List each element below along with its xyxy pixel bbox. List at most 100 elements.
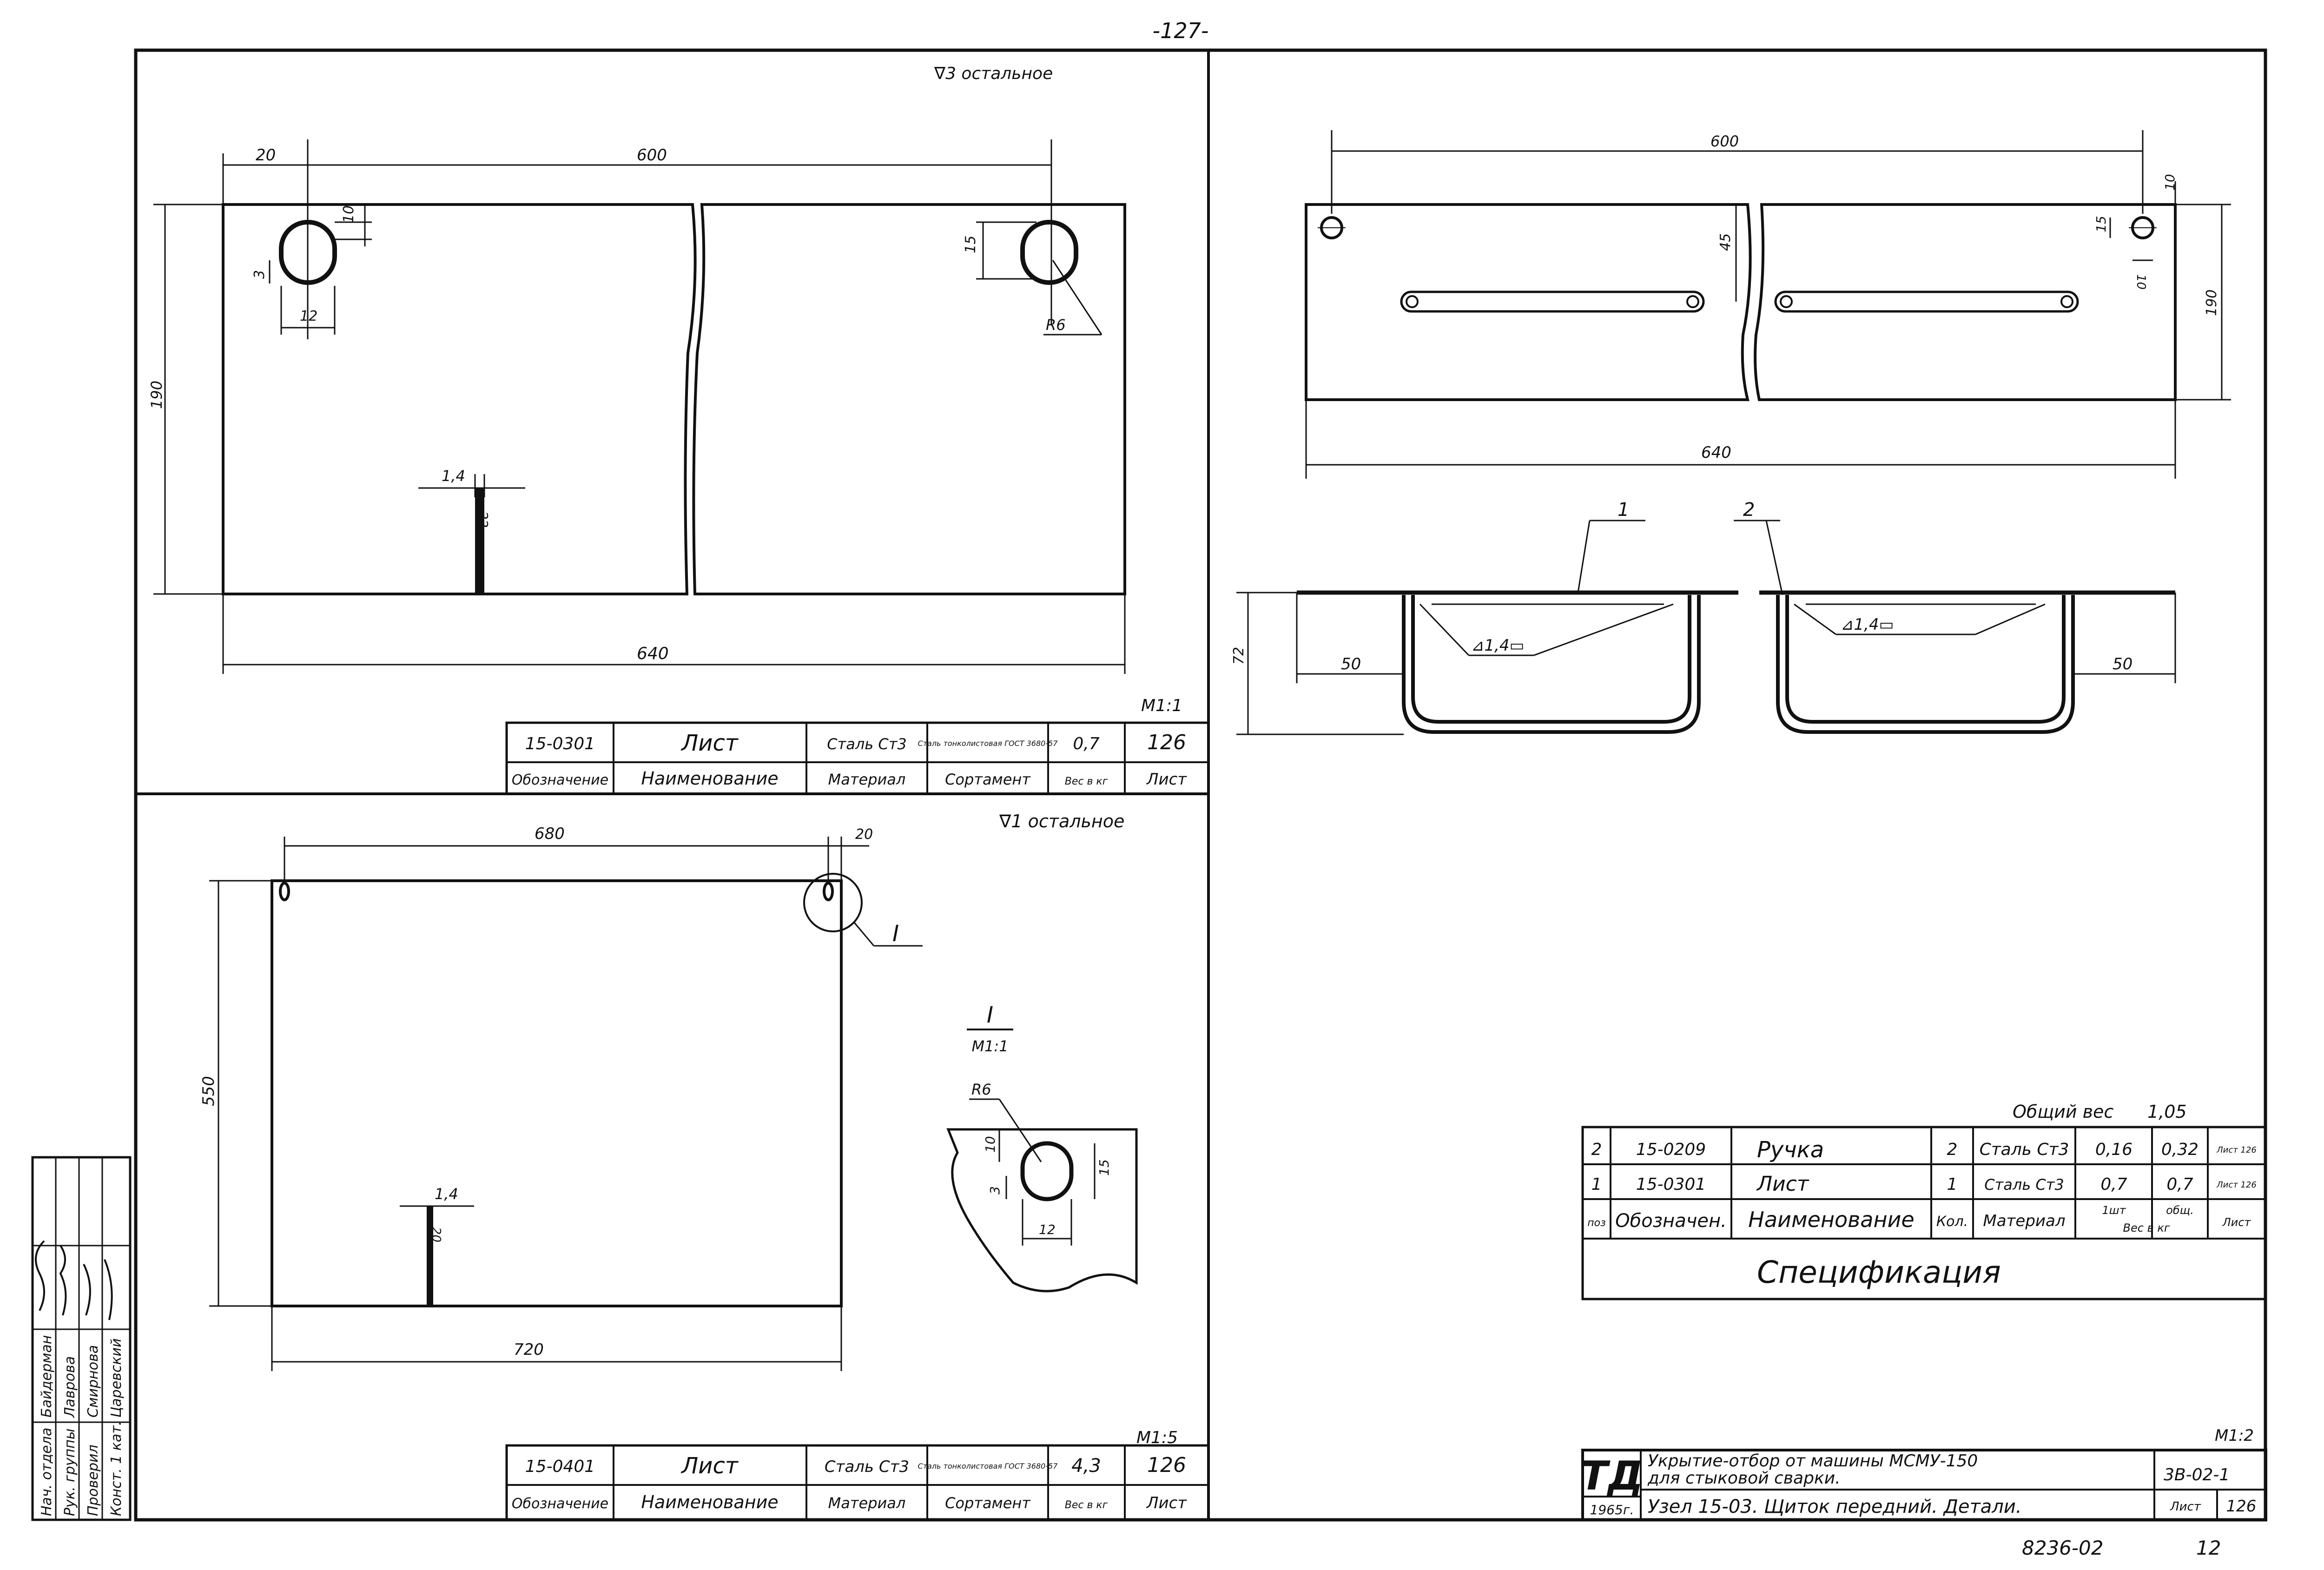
stamp-assortment: Сталь тонколистовая ГОСТ 3680-57 bbox=[918, 739, 1058, 748]
hole bbox=[823, 882, 834, 901]
dim-640: 640 bbox=[1701, 443, 1731, 462]
spec-header-wt: общ. bbox=[2166, 1204, 2194, 1217]
slot-hole-right bbox=[1020, 220, 1078, 285]
dim-640: 640 bbox=[637, 644, 669, 663]
spec-header-name: Наименование bbox=[1748, 1207, 1914, 1232]
plate-outline bbox=[271, 879, 843, 1307]
detail-slot-hole bbox=[1020, 1141, 1074, 1201]
leader-line bbox=[1765, 520, 1783, 595]
stamp-designation: 15-0401 bbox=[525, 1457, 595, 1476]
assembly-plate-left bbox=[1305, 203, 1752, 401]
dim-10b: 10 bbox=[2134, 274, 2148, 290]
spec-row-1-w1: 0,7 bbox=[2100, 1175, 2127, 1194]
leader-line bbox=[998, 1099, 1042, 1162]
side-handle-left bbox=[1402, 595, 1701, 734]
leader-line bbox=[853, 922, 875, 946]
leader-line bbox=[1577, 520, 1591, 593]
header-weight: Вес в кг bbox=[1065, 776, 1108, 787]
detail-callout-circle bbox=[803, 873, 863, 932]
title-code: 3В-02-1 bbox=[2164, 1465, 2230, 1484]
stamp-material: Сталь Ст3 bbox=[825, 1458, 909, 1476]
header-designation: Обозначение bbox=[512, 772, 608, 788]
section-thickness bbox=[427, 1206, 433, 1306]
spec-row-2-wt: 0,32 bbox=[2161, 1140, 2199, 1159]
leader-line bbox=[1052, 260, 1103, 335]
spec-header-qty: Кол. bbox=[1936, 1214, 1968, 1230]
header-material: Материал bbox=[828, 771, 906, 788]
sign-role-4: Конст. 1 кат. bbox=[108, 1421, 125, 1516]
stamp-designation: 15-0301 bbox=[525, 734, 595, 753]
dim-190: 190 bbox=[2204, 290, 2220, 316]
sign-role-3: Проверил bbox=[85, 1445, 101, 1516]
plate-outline bbox=[222, 203, 697, 595]
total-weight-label: Общий вес bbox=[2013, 1102, 2113, 1122]
surface-note: ∇1 остальное bbox=[999, 811, 1124, 831]
dim-50-right: 50 bbox=[2113, 655, 2133, 673]
section-thickness bbox=[475, 488, 484, 594]
position-1: 1 bbox=[1618, 499, 1629, 521]
sign-name-1: Байдерман bbox=[39, 1335, 55, 1418]
spec-row-2-w1: 0,16 bbox=[2095, 1140, 2133, 1159]
leader-line bbox=[1533, 603, 1674, 656]
dim-3: 3 bbox=[251, 270, 268, 279]
dim-680: 680 bbox=[535, 825, 565, 843]
title-year: 1965г. bbox=[1590, 1502, 1634, 1517]
sign-name-3: Смирнова bbox=[85, 1345, 101, 1418]
dim-600: 600 bbox=[637, 146, 667, 165]
dim-15: 15 bbox=[963, 236, 979, 253]
scale-label: М1:2 bbox=[2215, 1426, 2254, 1445]
dim-600: 600 bbox=[1710, 132, 1739, 150]
dim-15: 15 bbox=[2093, 216, 2109, 232]
scale-label: М1:5 bbox=[1136, 1428, 1178, 1447]
dim-20v: 20 bbox=[429, 1227, 443, 1242]
detail-break-outline bbox=[946, 1128, 1138, 1293]
spec-row-1-name: Лист bbox=[1756, 1172, 1809, 1196]
spec-header-designation: Обозначен. bbox=[1615, 1210, 1727, 1232]
title-line2: для стыковой сварки. bbox=[1647, 1469, 1841, 1488]
dim-thickness: 1,4 bbox=[442, 467, 465, 485]
detail-dim-12: 12 bbox=[1039, 1222, 1056, 1237]
spec-row-1-material: Сталь Ст3 bbox=[1984, 1176, 2064, 1194]
header-name: Наименование bbox=[641, 768, 778, 789]
detail-r6: R6 bbox=[971, 1081, 991, 1098]
dim-190: 190 bbox=[148, 381, 165, 409]
title-sheet-label: Лист bbox=[2170, 1500, 2201, 1514]
handle-end bbox=[1406, 295, 1419, 308]
weld-symbol-left: ⊿1,4▭ bbox=[1471, 636, 1525, 655]
title-block: ТД 1965г. Укрытие-отбор от машины МСМУ-1… bbox=[1580, 1449, 2267, 1521]
spec-row-2-qty: 2 bbox=[1947, 1140, 1958, 1159]
header-designation: Обозначение bbox=[512, 1496, 608, 1512]
stamp-weight: 4,3 bbox=[1071, 1455, 1101, 1477]
archive-sheet: 12 bbox=[2196, 1537, 2221, 1559]
detail-scale: М1:1 bbox=[971, 1037, 1008, 1055]
specification-table: Общий вес 1,05 2 15-0209 Ручка 2 Сталь С… bbox=[1581, 1102, 2267, 1300]
detail-dim-15: 15 bbox=[1096, 1159, 1112, 1176]
spec-row-1-qty: 1 bbox=[1947, 1175, 1958, 1194]
detail-dim-10: 10 bbox=[983, 1136, 998, 1153]
dim-20: 20 bbox=[855, 826, 873, 843]
detail-title: I bbox=[987, 1002, 993, 1028]
stamp-name: Лист bbox=[680, 730, 739, 756]
dim-thickness: 1,4 bbox=[435, 1185, 458, 1203]
stamp-material: Сталь Ст3 bbox=[827, 735, 906, 753]
leader-line bbox=[1419, 603, 1470, 656]
handwritten-signature bbox=[35, 1240, 113, 1320]
detail-callout-label: I bbox=[892, 921, 899, 947]
radius-r6: R6 bbox=[1046, 316, 1066, 334]
plate-outline-right bbox=[692, 203, 1126, 595]
spec-header-sheet: Лист bbox=[2222, 1216, 2251, 1229]
stamp-assortment: Сталь тонколистовая ГОСТ 3680-57 bbox=[918, 1462, 1058, 1471]
assembly-plate-right bbox=[1754, 203, 2177, 401]
header-sheet: Лист bbox=[1146, 770, 1187, 789]
spec-header-w1: 1шт bbox=[2102, 1204, 2126, 1217]
stamp-sheet: 126 bbox=[1147, 1453, 1186, 1477]
stamp-name: Лист bbox=[680, 1453, 739, 1479]
weld-symbol-right: ⊿1,4▭ bbox=[1841, 615, 1894, 634]
archive-code: 8236-02 bbox=[2022, 1537, 2104, 1559]
hole bbox=[279, 882, 290, 901]
dim-10: 10 bbox=[2162, 174, 2178, 191]
dim-50-left: 50 bbox=[1341, 655, 1361, 673]
handle-end bbox=[2060, 295, 2073, 308]
spec-row-2-designation: 15-0209 bbox=[1636, 1140, 1706, 1159]
